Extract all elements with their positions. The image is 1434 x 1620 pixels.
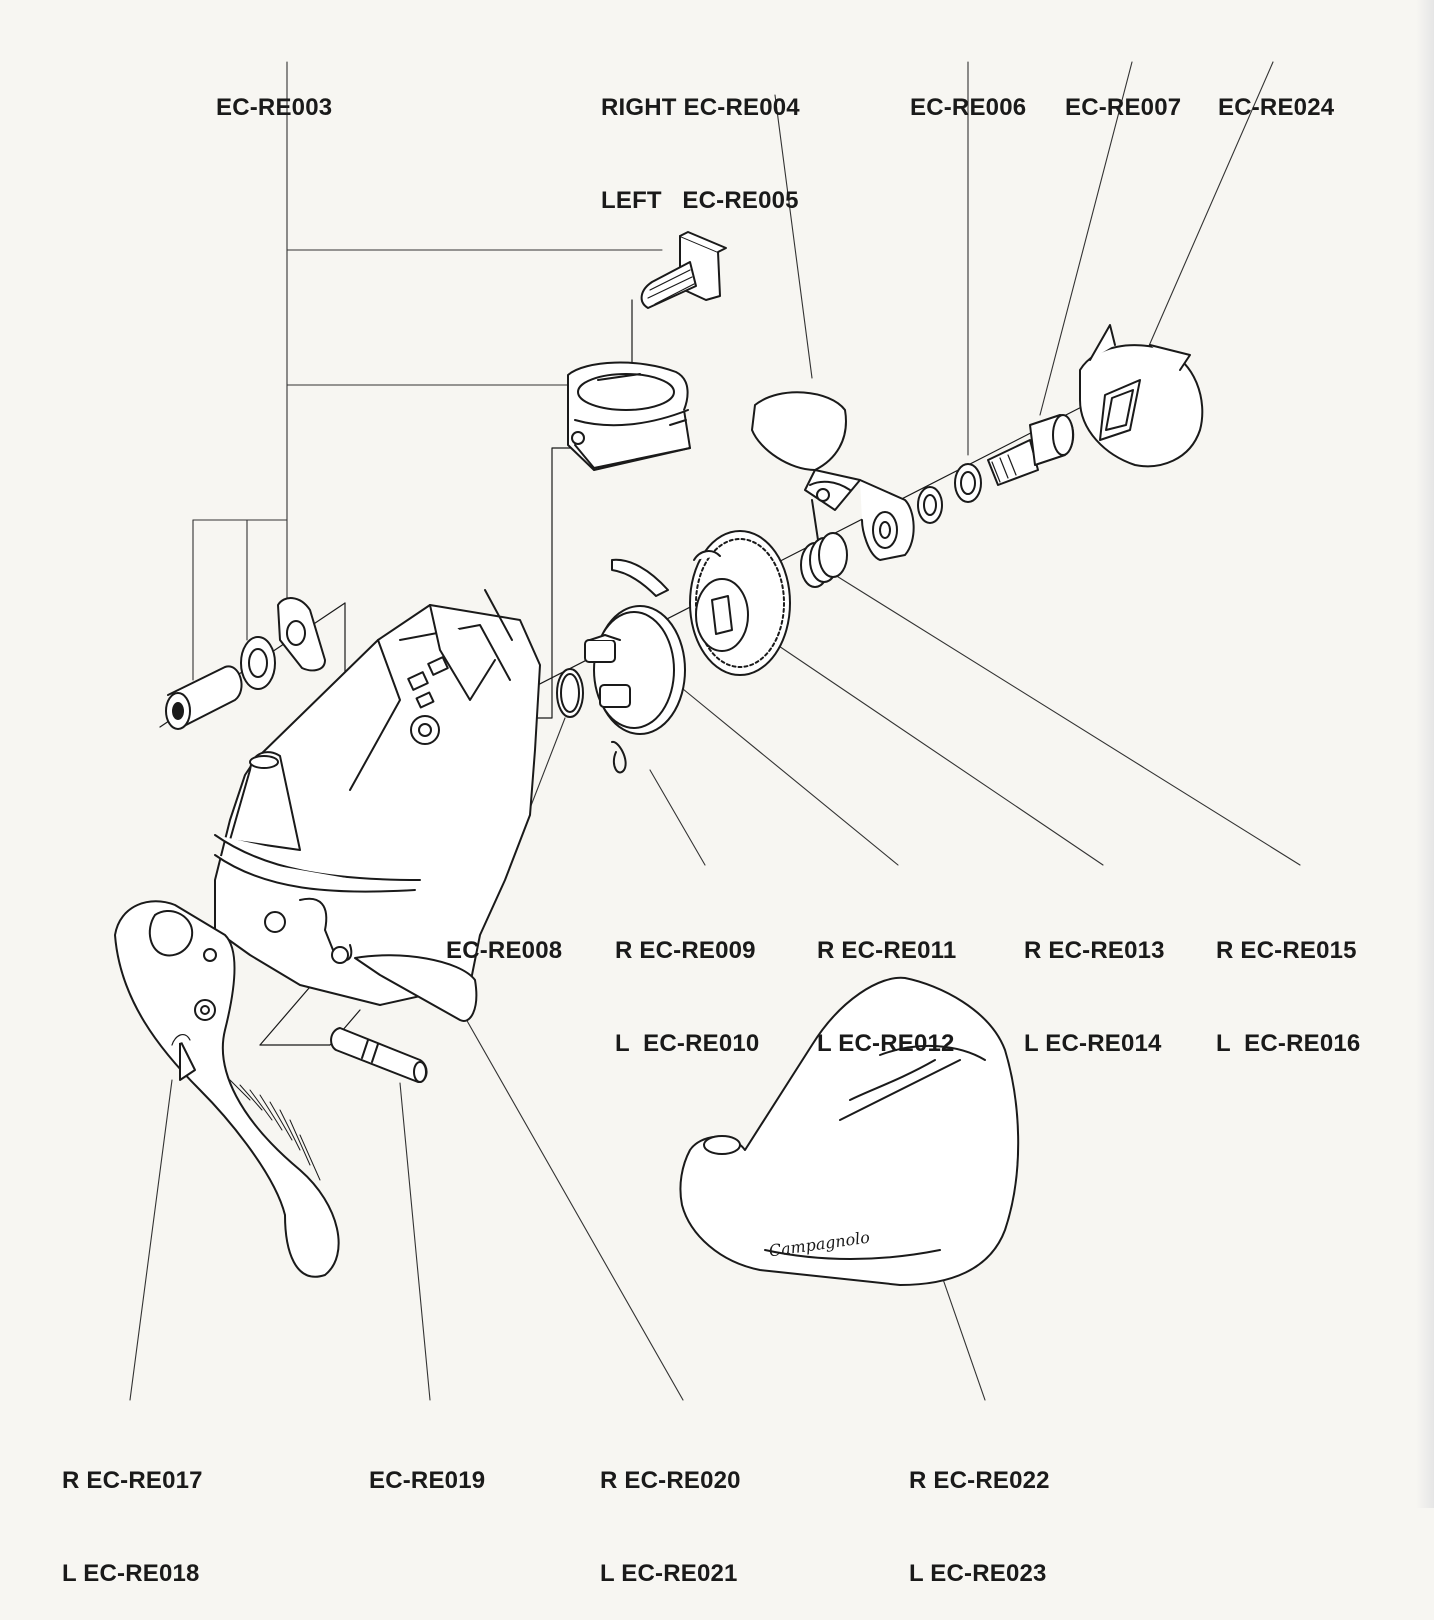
label-ec-re013-014: R EC-RE013 L EC-RE014 <box>1024 937 1165 1057</box>
ratchet-disc <box>584 605 686 735</box>
shaped-spacer <box>277 597 326 672</box>
lever-body <box>214 589 541 1022</box>
page-edge-shadow <box>1416 0 1434 1508</box>
label-ec-re024: EC-RE024 <box>1218 94 1335 121</box>
pivot-pin <box>330 1027 428 1083</box>
label-ec-re003: EC-RE003 <box>216 94 333 121</box>
label-ec-re015-016: R EC-RE015 L EC-RE016 <box>1216 937 1361 1057</box>
spring-clip-bottom <box>611 740 627 774</box>
barrel-nut <box>165 665 243 730</box>
label-ec-re009-010: R EC-RE009 L EC-RE010 <box>615 937 760 1057</box>
label-ec-re017-018: R EC-RE017 L EC-RE018 <box>62 1467 203 1587</box>
hood-cover <box>679 976 1020 1286</box>
label-ec-re007: EC-RE007 <box>1065 94 1182 121</box>
washer-pair <box>917 463 982 524</box>
coil-spring <box>800 499 848 588</box>
shifter-housing <box>1079 324 1204 468</box>
o-ring <box>556 668 584 718</box>
label-ec-re006: EC-RE006 <box>910 94 1027 121</box>
label-ec-re004-005: RIGHT EC-RE004 LEFT EC-RE005 <box>601 94 800 214</box>
exploded-parts-diagram: Campagnolo <box>114 61 1301 1401</box>
washer <box>240 636 276 690</box>
label-ec-re011-012: R EC-RE011 L EC-RE012 <box>817 937 957 1057</box>
label-ec-re020-021: R EC-RE020 L EC-RE021 <box>600 1467 741 1587</box>
index-gear <box>689 530 791 676</box>
label-ec-re019: EC-RE019 <box>369 1467 486 1494</box>
thumb-shifter <box>751 391 915 561</box>
mounting-screw <box>640 231 727 309</box>
spring-clip-top <box>611 558 669 597</box>
label-ec-re008: EC-RE008 <box>446 937 563 964</box>
spindle <box>987 414 1075 486</box>
label-ec-re022-023: R EC-RE022 L EC-RE023 <box>909 1467 1050 1587</box>
handlebar-clamp <box>567 361 691 471</box>
brake-lever-blade <box>114 900 340 1278</box>
